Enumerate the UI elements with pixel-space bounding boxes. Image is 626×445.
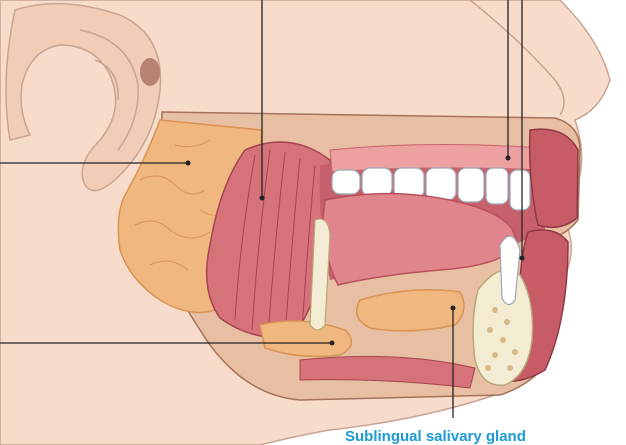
- ear-canal: [140, 58, 160, 86]
- sublingual-gland-label: Sublingual salivary gland: [345, 429, 526, 444]
- upper-lip-section: [530, 129, 578, 227]
- sublingual-gland: [357, 290, 464, 331]
